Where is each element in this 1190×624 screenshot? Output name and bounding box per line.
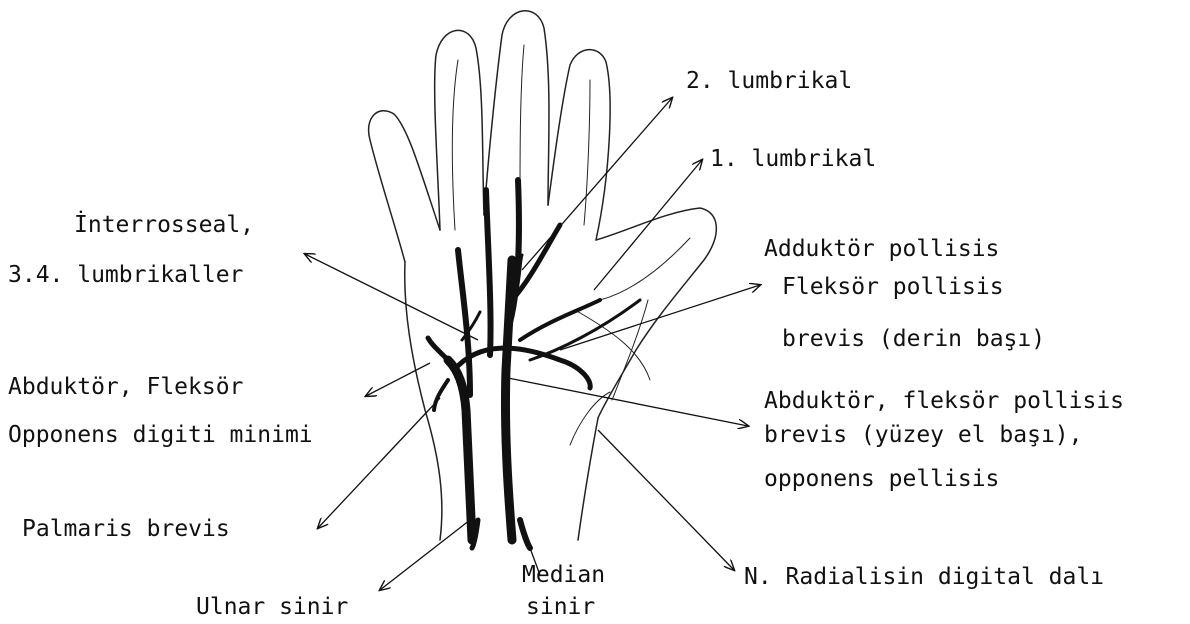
label-brevis-superficial: brevis (yüzey el başı), (764, 424, 1083, 447)
leader-lines (305, 98, 760, 590)
label-lumbrical-1: 1. lumbrikal (710, 148, 876, 171)
label-opponens-pollicis: opponens pellisis (764, 468, 999, 491)
label-radial-digital: N. Radialisin digital dalı (744, 566, 1104, 589)
label-median-sinir: sinir (526, 596, 595, 619)
label-interrosseal: İnterrosseal, (74, 214, 254, 237)
arrow-adductor (560, 285, 760, 350)
nerve-branches (428, 180, 640, 548)
hand-outline (369, 11, 717, 540)
label-lumbricals-34: 3.4. lumbrikaller (8, 264, 243, 287)
label-median: Median (522, 564, 605, 587)
arrow-lumbrical-2 (522, 98, 672, 270)
arrow-abductor-pollicis (508, 378, 748, 426)
arrow-interrosseal (305, 254, 478, 340)
label-lumbrical-2: 2. lumbrikal (686, 70, 852, 93)
arrow-palmaris (318, 398, 440, 528)
label-abductor-flexor: Abduktör, Fleksör (8, 376, 243, 399)
arrow-radial (598, 430, 734, 570)
label-opponens-digiti: Opponens digiti minimi (8, 424, 313, 447)
label-adductor-pollicis: Adduktör pollisis (764, 238, 999, 261)
label-abductor-flexor-pollicis: Abduktör, fleksör pollisis (764, 390, 1124, 413)
label-palmaris-brevis: Palmaris brevis (22, 518, 230, 541)
arrow-ulnar (380, 520, 470, 590)
label-brevis-deep: brevis (derin başı) (782, 328, 1045, 351)
arrow-lumbrical-1 (594, 160, 702, 290)
label-ulnar: Ulnar sinir (196, 596, 348, 619)
label-flexor-pollicis: Fleksör pollisis (782, 276, 1004, 299)
